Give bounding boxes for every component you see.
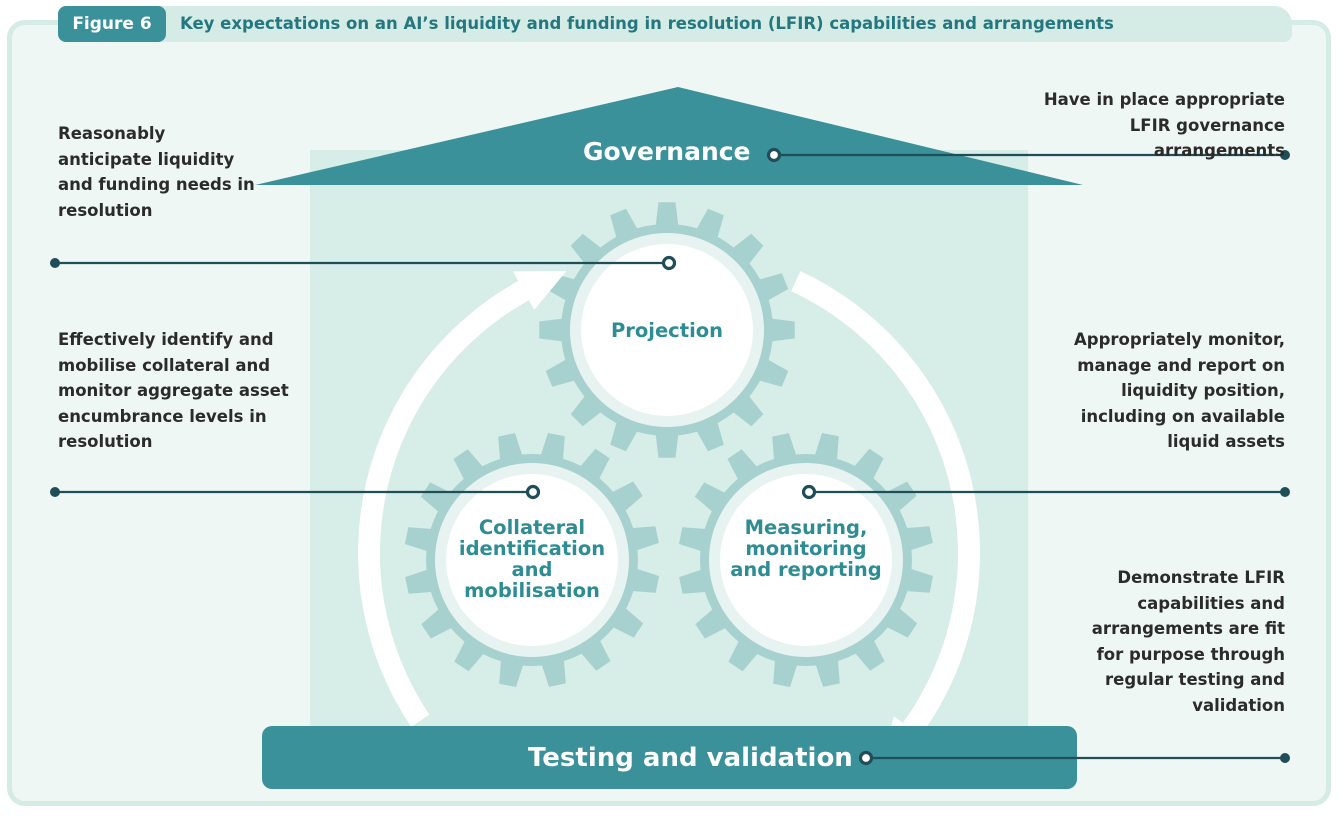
cycle-arrow-left-icon [358, 271, 567, 727]
dot-collateral-end [50, 487, 60, 497]
ring-collateral [525, 484, 541, 500]
connector-lines [55, 153, 1285, 760]
testing-bar-label: Testing and validation [528, 743, 853, 773]
connector-end-dots [50, 150, 1290, 763]
gear-left-label: Collateral identification and mobilisati… [458, 516, 606, 602]
ring-governance [766, 147, 782, 163]
governance-roof [255, 87, 1083, 185]
dot-projection-end [50, 258, 60, 268]
callout-testing: Demonstrate LFIR capabilities and arrang… [1091, 568, 1285, 715]
dot-governance-end [1280, 150, 1290, 160]
ring-measuring [801, 484, 817, 500]
gear-left-hub [446, 474, 618, 646]
gear-top-label: Projection [610, 319, 724, 342]
testing-bar [262, 726, 1077, 789]
title-strip [58, 6, 1292, 42]
dot-testing-end [1280, 753, 1290, 763]
gear-top-hub [581, 244, 753, 416]
dot-measuring-end [1280, 487, 1290, 497]
connector-ring-markers [525, 147, 874, 766]
callout-collateral: Effectively identify and mobilise collat… [58, 330, 289, 451]
ring-testing [858, 750, 874, 766]
gear-right-label: Measuring, monitoring and reporting [730, 516, 882, 581]
gear-right-hub [720, 474, 892, 646]
callout-governance: Have in place appropriate LFIR governanc… [1043, 90, 1285, 160]
figure-title: Key expectations on an AI’s liquidity an… [180, 14, 1114, 33]
callout-projection: Reasonably anticipate liquidity and fund… [58, 124, 255, 220]
cycle-arrow-right-icon [791, 271, 981, 766]
ring-projection [661, 255, 677, 271]
callout-measuring: Appropriately monitor, manage and report… [1074, 330, 1285, 451]
roof-label: Governance [583, 137, 751, 166]
figure-number-tag: Figure 6 [58, 6, 166, 42]
